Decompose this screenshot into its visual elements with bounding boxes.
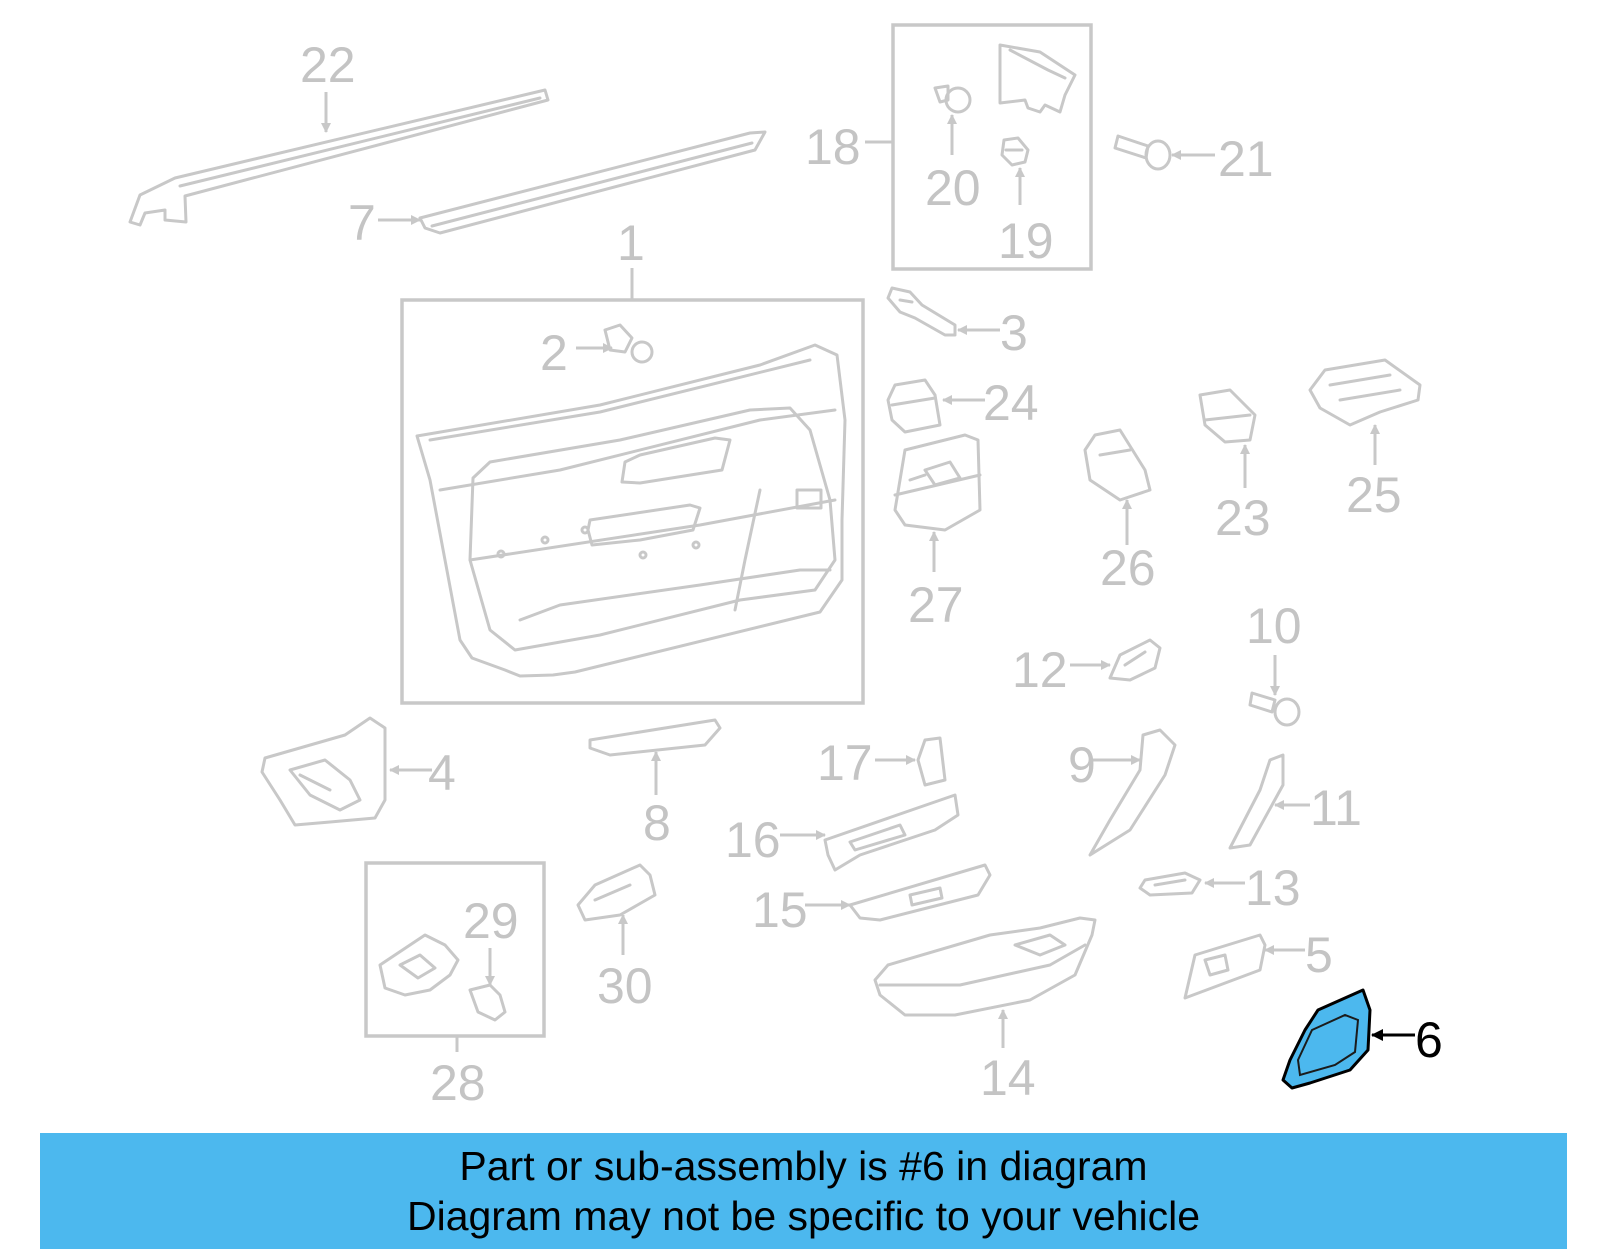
part-22-drawing (128, 88, 550, 227)
part-1-drawing (415, 343, 847, 678)
callout-22: 22 (300, 37, 356, 93)
callout-19: 19 (998, 213, 1054, 269)
callout-11: 11 (1310, 780, 1362, 836)
group-box-18 (891, 23, 1093, 271)
part-24-drawing (886, 378, 942, 434)
callout-14: 14 (980, 1050, 1036, 1106)
part-10-drawing (1248, 691, 1301, 727)
part-23-drawing (1198, 388, 1257, 444)
part-28-drawing (378, 933, 460, 997)
part-14-drawing (873, 916, 1097, 1017)
callout-23: 23 (1215, 490, 1271, 546)
callout-18: 18 (805, 119, 861, 175)
info-banner: Part or sub-assembly is #6 in diagram Di… (40, 1133, 1567, 1249)
part-4-drawing (260, 716, 387, 827)
part-6-highlighted[interactable] (1281, 988, 1372, 1090)
part-15-drawing (848, 863, 992, 922)
callout-24: 24 (983, 375, 1039, 431)
callout-1: 1 (617, 215, 645, 271)
part-25-drawing (1308, 358, 1422, 427)
part-11-drawing (1228, 753, 1285, 850)
callout-26: 26 (1100, 540, 1156, 596)
banner-disclaimer-line: Diagram may not be specific to your vehi… (406, 1193, 1200, 1239)
callout-25: 25 (1346, 467, 1402, 523)
part-21-drawing (1113, 134, 1172, 171)
callout-21: 21 (1218, 131, 1274, 187)
callout-2: 2 (540, 325, 568, 381)
part-3-drawing (886, 286, 957, 337)
callout-15: 15 (752, 882, 808, 938)
part-18-drawing (998, 43, 1077, 114)
callout-8: 8 (643, 795, 671, 851)
callout-10: 10 (1246, 598, 1302, 654)
callout-17: 17 (817, 735, 873, 791)
part-16-drawing (823, 793, 960, 872)
callout-27: 27 (908, 577, 964, 633)
callout-7: 7 (348, 195, 376, 251)
part-2-drawing (603, 323, 654, 364)
callout-3: 3 (1000, 305, 1028, 361)
part-13-drawing (1138, 871, 1202, 897)
callout-20: 20 (925, 160, 981, 216)
part-8-drawing (588, 718, 722, 757)
part-12-drawing (1108, 638, 1162, 682)
callout-5: 5 (1305, 927, 1333, 983)
part-19-drawing (1000, 136, 1030, 167)
part-26-drawing (1083, 428, 1152, 502)
part-27-drawing (893, 433, 982, 532)
callout-29: 29 (463, 893, 519, 949)
callout-12: 12 (1012, 642, 1068, 698)
part-17-drawing (916, 736, 947, 787)
callout-28: 28 (430, 1055, 486, 1111)
part-7-drawing (418, 130, 767, 235)
part-30-drawing (576, 863, 657, 922)
part-5-drawing (1183, 933, 1267, 1000)
callout-6[interactable]: 6 (1415, 1012, 1443, 1068)
group-box-28 (364, 861, 546, 1038)
callout-13: 13 (1245, 860, 1301, 916)
callout-4: 4 (428, 745, 456, 801)
callout-9: 9 (1068, 737, 1096, 793)
part-9-drawing (1088, 728, 1177, 857)
banner-part-line: Part or sub-assembly is #6 in diagram (459, 1143, 1148, 1189)
part-29-drawing (468, 983, 507, 1022)
part-20-drawing (933, 84, 972, 114)
callout-16: 16 (725, 812, 781, 868)
callout-30: 30 (597, 958, 653, 1014)
